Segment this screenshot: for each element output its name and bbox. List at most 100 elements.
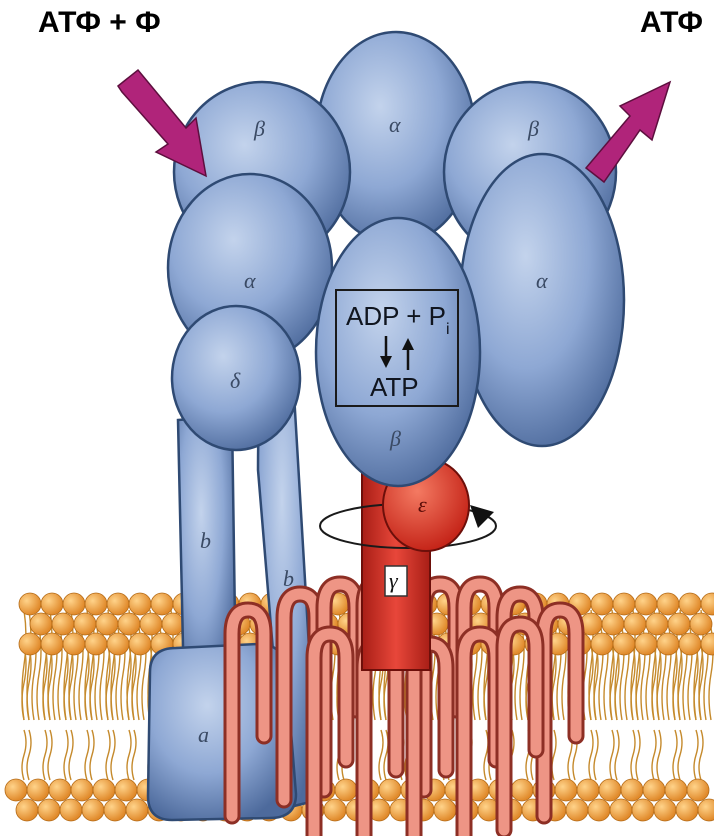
b-left-label: b xyxy=(200,528,211,553)
lipid-head xyxy=(646,613,668,635)
lipid-head xyxy=(588,799,610,821)
lipid-head xyxy=(566,799,588,821)
lipid-head xyxy=(335,779,357,801)
lipid-tail xyxy=(552,730,556,780)
lipid-head xyxy=(643,779,665,801)
lipid-head xyxy=(82,799,104,821)
lipid-head xyxy=(85,633,107,655)
alpha-mid-right xyxy=(460,154,624,446)
lipid-head xyxy=(107,633,129,655)
lipid-tail xyxy=(657,730,661,780)
beta-center-label: β xyxy=(389,426,401,451)
lipid-head xyxy=(621,779,643,801)
lipid-head xyxy=(60,799,82,821)
lipid-head xyxy=(690,613,712,635)
lipid-head xyxy=(632,799,654,821)
lipid-head xyxy=(74,613,96,635)
lipid-tail xyxy=(484,730,488,780)
b-right-label: b xyxy=(283,566,294,591)
lipid-head xyxy=(162,613,184,635)
lipid-tail xyxy=(694,730,698,780)
lipid-head xyxy=(38,799,60,821)
lipid-head xyxy=(610,799,632,821)
lipid-head xyxy=(665,779,687,801)
lipid-head xyxy=(104,799,126,821)
a-subunit xyxy=(148,644,296,820)
lipid-head xyxy=(30,613,52,635)
lipid-tail xyxy=(379,730,383,780)
lipid-head xyxy=(324,799,346,821)
lipid-tail xyxy=(132,730,136,780)
lipid-head xyxy=(5,779,27,801)
lipid-head xyxy=(577,779,599,801)
lipid-head xyxy=(698,799,714,821)
lipid-head xyxy=(624,613,646,635)
lipid-tail xyxy=(43,730,47,780)
lipid-head xyxy=(115,779,137,801)
lipid-head xyxy=(52,613,74,635)
lipid-head xyxy=(118,613,140,635)
lipid-head xyxy=(602,613,624,635)
lipid-head xyxy=(668,613,690,635)
lipid-head xyxy=(555,779,577,801)
lipid-head xyxy=(635,593,657,615)
lipid-tail xyxy=(127,730,131,780)
lipid-tail xyxy=(652,730,656,780)
lipid-head xyxy=(63,633,85,655)
lipid-tail xyxy=(594,730,598,780)
lipid-tail xyxy=(699,730,703,780)
lipid-head xyxy=(19,633,41,655)
lipid-head xyxy=(591,593,613,615)
gamma-label: γ xyxy=(389,568,399,593)
lipid-head xyxy=(679,633,701,655)
lipid-head xyxy=(16,799,38,821)
delta-label: δ xyxy=(230,368,241,393)
lipid-tail xyxy=(27,730,31,780)
lipid-tail xyxy=(69,730,73,780)
lipid-head xyxy=(41,593,63,615)
lipid-head xyxy=(657,633,679,655)
lipid-head xyxy=(93,779,115,801)
lipid-tail xyxy=(90,730,94,780)
lipid-head xyxy=(41,633,63,655)
beta-top-right-label: β xyxy=(527,116,539,141)
lipid-tail xyxy=(631,730,635,780)
lipid-tail xyxy=(673,730,677,780)
lipid-head xyxy=(71,779,93,801)
lipid-tail xyxy=(85,730,89,780)
lipid-head xyxy=(654,799,676,821)
lipid-head xyxy=(379,779,401,801)
lipid-tail xyxy=(64,730,68,780)
lipid-head xyxy=(85,593,107,615)
lipid-head xyxy=(591,633,613,655)
lipid-head xyxy=(613,593,635,615)
a-label: a xyxy=(198,722,209,747)
alpha-top-center-label: α xyxy=(389,112,401,137)
lipid-head xyxy=(635,633,657,655)
lipid-head xyxy=(63,593,85,615)
lipid-tail xyxy=(111,730,115,780)
lipid-tail xyxy=(636,730,640,780)
lipid-head xyxy=(657,593,679,615)
alpha-mid-left-label: α xyxy=(244,268,256,293)
lipid-tail xyxy=(384,730,388,780)
lipid-head xyxy=(27,779,49,801)
lipid-head xyxy=(96,613,118,635)
lipid-tail xyxy=(106,730,110,780)
lipid-head xyxy=(126,799,148,821)
lipid-tail xyxy=(615,730,619,780)
alpha-mid-right-label: α xyxy=(536,268,548,293)
beta-top-left-label: β xyxy=(253,116,265,141)
lipid-tail xyxy=(589,730,593,780)
lipid-head xyxy=(129,593,151,615)
lipid-head xyxy=(701,593,714,615)
lipid-tail xyxy=(678,730,682,780)
lipid-head xyxy=(107,593,129,615)
lipid-tail xyxy=(610,730,614,780)
lipid-head xyxy=(599,779,621,801)
lipid-head xyxy=(511,779,533,801)
lipid-head xyxy=(151,593,173,615)
box-atp-label: ATP xyxy=(370,372,419,402)
lipid-tail xyxy=(48,730,52,780)
